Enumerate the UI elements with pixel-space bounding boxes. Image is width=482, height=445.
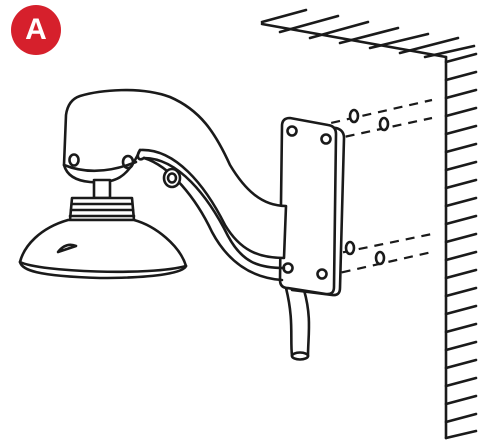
mounting-plate xyxy=(278,116,346,297)
plate-screw-top-left-icon xyxy=(286,125,298,137)
step-badge: A xyxy=(11,5,61,55)
wall-holes xyxy=(344,108,390,266)
wall-hole-upper-left-icon xyxy=(348,108,360,124)
arm-end-screw-left-icon xyxy=(68,153,80,167)
dome-cap xyxy=(18,218,188,280)
cable xyxy=(284,286,311,361)
wall-hole-lower-right-icon xyxy=(374,250,386,266)
wall-hole-lower-left-icon xyxy=(344,240,356,256)
wall-hole-upper-right-icon xyxy=(378,116,390,132)
wall-side-hatching xyxy=(444,52,478,440)
arm-side-screw-icon xyxy=(162,167,182,189)
wall xyxy=(260,8,478,440)
plate-screw-top-right-icon xyxy=(320,133,332,145)
plate-screw-bottom-right-icon xyxy=(316,268,328,280)
threaded-adapter xyxy=(68,178,136,222)
bracket-arm xyxy=(62,88,288,282)
wall-top-hatching xyxy=(260,8,476,59)
wall-top-edge xyxy=(260,22,448,59)
step-label: A xyxy=(25,13,47,46)
